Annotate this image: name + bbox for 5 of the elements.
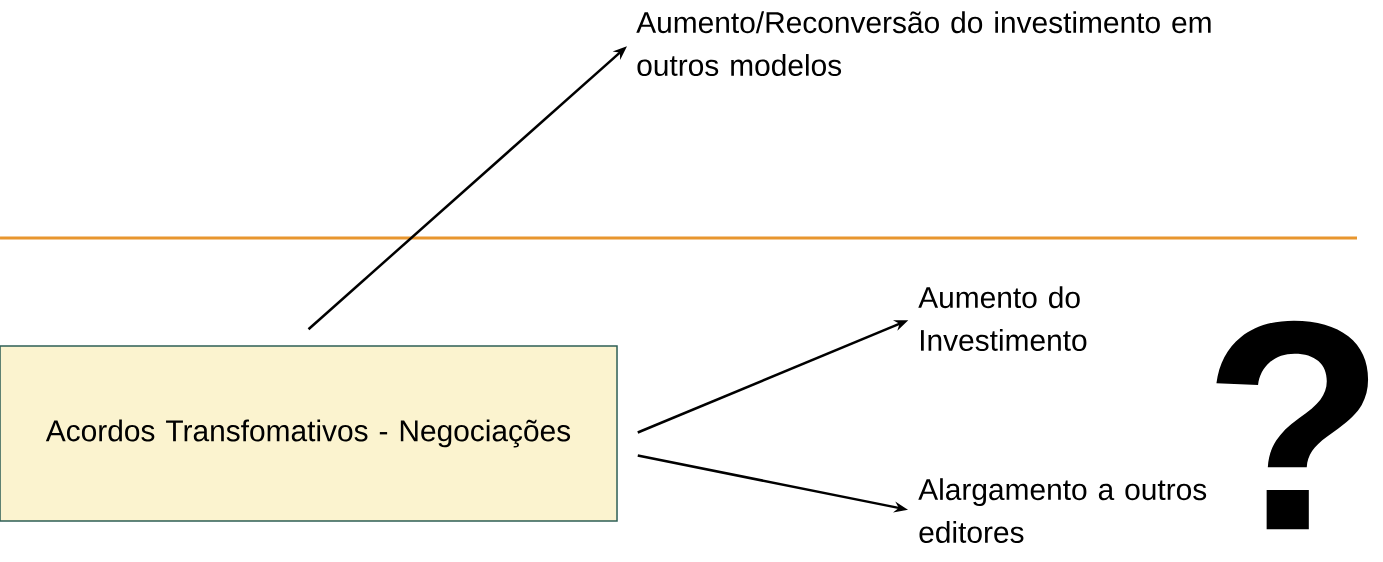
process-box: Acordos Transfomativos - Negociações [0,345,618,522]
question-mark: ? [1216,320,1369,530]
outcome-text: Aumento do Investimento [918,286,1087,351]
outcome-text: Aumento/Reconversão do investimento em outros modelos [636,11,1211,76]
outcome-text: Alargamento a outros editores [918,478,1207,543]
